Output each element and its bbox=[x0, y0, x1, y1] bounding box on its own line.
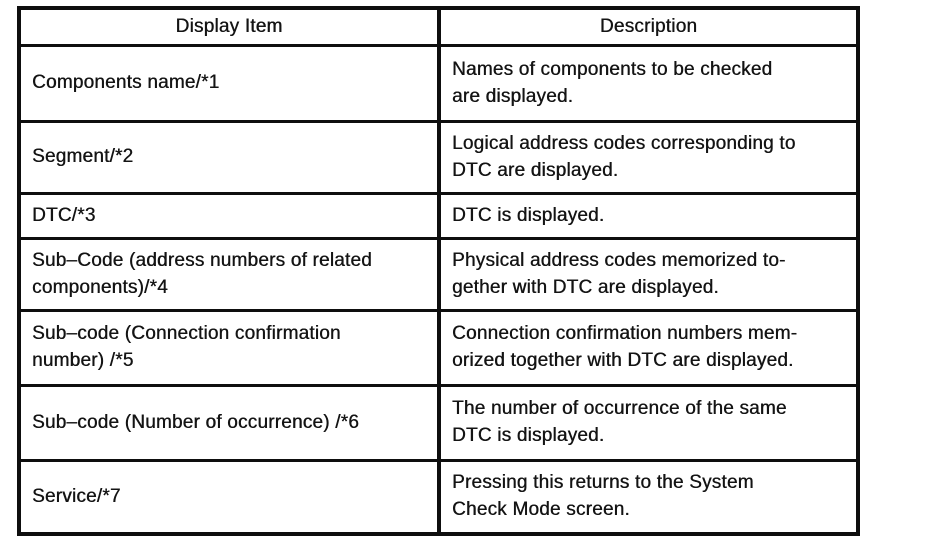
cell-display-item: Segment/*2 bbox=[21, 123, 441, 195]
cell-display-item: Service/*7 bbox=[21, 462, 441, 532]
cell-description: Logical address codes corresponding to D… bbox=[441, 123, 856, 195]
cell-description: Names of components to be checked are di… bbox=[441, 47, 856, 123]
cell-display-item: Sub–code (Connection confirmation number… bbox=[21, 312, 441, 387]
cell-display-item: DTC/*3 bbox=[21, 195, 441, 240]
cell-description: DTC is displayed. bbox=[441, 195, 856, 240]
cell-display-item: Components name/*1 bbox=[21, 47, 441, 123]
cell-display-item: Sub–code (Number of occurrence) /*6 bbox=[21, 387, 441, 462]
cell-description: Pressing this returns to the System Chec… bbox=[452, 472, 754, 520]
column-header-display-item: Display Item bbox=[21, 10, 441, 47]
cell-description: Connection confirmation numbers mem- ori… bbox=[441, 312, 856, 387]
cell-description: The number of occurrence of the same DTC… bbox=[441, 387, 856, 462]
display-item-description-table: Display Item Description Components name… bbox=[17, 6, 860, 536]
cell-description: Physical address codes memorized to- get… bbox=[441, 240, 856, 312]
column-header-description: Description bbox=[441, 10, 856, 47]
cell-display-item: Sub–Code (address numbers of related com… bbox=[21, 240, 441, 312]
